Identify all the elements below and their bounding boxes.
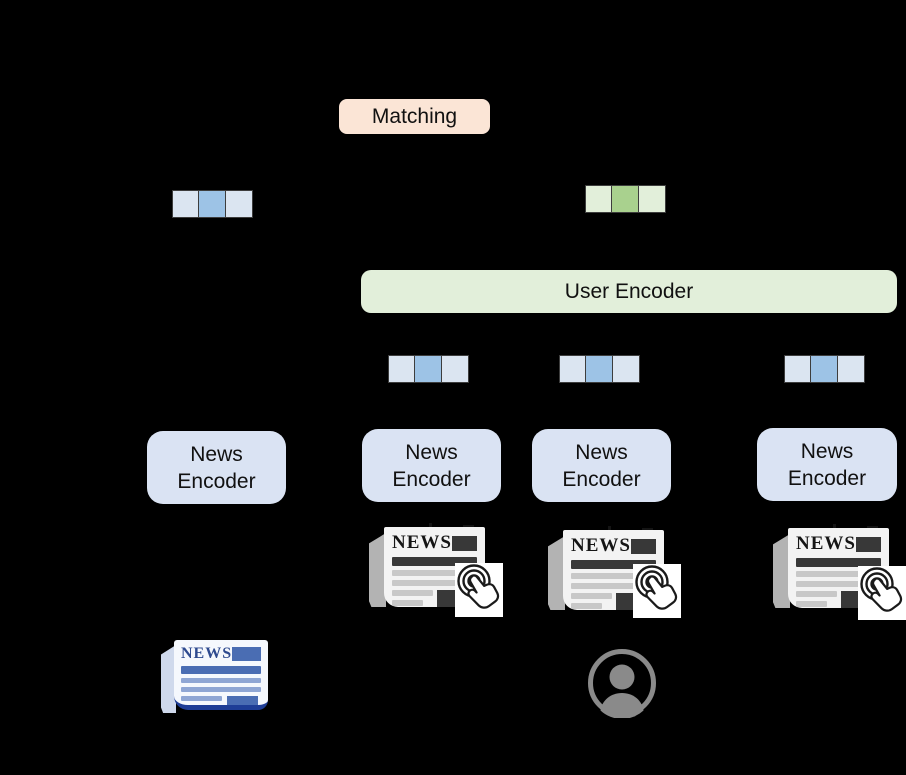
embedding-cell [198,190,227,218]
news-encoder-label-line1: News [575,440,628,464]
newspaper-text-bar [392,590,434,596]
clicked-news-embedding-2 [559,355,640,383]
embedding-cell [784,355,812,383]
user-avatar-icon [587,648,657,719]
newspaper-photo-block [451,535,477,551]
newspaper-photo-block [855,536,881,552]
newspaper-page: NEWS [174,640,268,710]
newspaper-photo-block [227,696,258,705]
newspaper-photo-block [630,538,656,554]
tap-gesture-graphic [860,567,903,612]
embedding-cell [585,185,613,213]
candidate-news-embedding [172,190,253,218]
newspaper-text-bar [392,600,424,606]
news-encoder-label-line2: Encoder [392,467,471,491]
newspaper-masthead: NEWS [181,645,233,662]
embedding-cell [611,355,640,383]
newspaper-spine [548,536,565,610]
tap-gesture-icon [633,564,681,618]
newspaper-masthead: NEWS [392,532,452,553]
newspaper-photo-block [232,647,261,661]
tap-gesture-graphic [635,565,678,610]
embedding-cell [637,185,666,213]
newspaper-headline-bar [796,558,881,567]
news-encoder-label-line1: News [190,442,243,466]
newspaper-text-bar [571,603,603,609]
newspaper-spine [773,534,790,608]
news-encoder-box-candidate: News Encoder [147,431,286,504]
news-encoder-box-1: News Encoder [362,429,501,502]
newspaper-spine [161,645,176,713]
embedding-cell [388,355,416,383]
embedding-cell [836,355,865,383]
user-encoder-label: User Encoder [564,279,694,303]
embedding-cell [810,355,839,383]
user-avatar-graphic [588,649,656,719]
news-encoder-label-line2: Encoder [787,466,867,490]
user-embedding [585,185,666,213]
embedding-cell [559,355,587,383]
news-encoder-box-2: News Encoder [532,429,671,502]
clicked-news-embedding-1 [388,355,469,383]
embedding-cell [172,190,200,218]
news-encoder-label-line1: News [405,440,458,464]
clicked-news-embedding-3 [784,355,865,383]
newspaper-headline-bar [181,666,261,674]
news-encoder-label-line2: Encoder [177,469,256,493]
newspaper-text-bar [571,573,656,579]
clicked-newspaper-icon-2: NEWS [548,526,664,612]
newspaper-text-bar [571,593,613,599]
newspaper-text-bar [181,705,212,710]
newspaper-text-bar [796,591,838,597]
user-encoder-box: User Encoder [361,270,897,313]
candidate-newspaper-icon: NEWS [161,640,268,716]
newspaper-text-bar [392,580,477,586]
matching-label: Matching [371,104,458,128]
news-encoder-box-3: News Encoder [757,428,897,501]
newspaper-headline-bar [392,557,477,566]
newspaper-text-bar [181,678,261,683]
newspaper-masthead: NEWS [571,535,631,556]
news-encoder-label-line2: Encoder [562,467,641,491]
tap-gesture-graphic [457,564,500,609]
embedding-cell [224,190,253,218]
newspaper-text-bar [796,581,881,587]
newspaper-text-bar [796,571,881,577]
embedding-cell [414,355,443,383]
embedding-cell [440,355,469,383]
embedding-cell [611,185,640,213]
tap-gesture-icon [455,563,503,617]
newspaper-text-bar [796,601,828,607]
matching-box: Matching [339,99,490,134]
newspaper-text-bar [392,570,477,576]
embedding-cell [585,355,614,383]
newspaper-text-bar [181,696,223,701]
newspaper-spine [369,533,386,607]
newspaper-text-bar [571,583,656,589]
news-encoder-label-line1: News [800,439,854,463]
newspaper-masthead: NEWS [796,533,856,554]
tap-gesture-icon [858,566,906,620]
newspaper-page: NEWS [563,530,664,610]
newspaper-headline-bar [571,560,656,569]
newspaper-text-bar [181,687,261,692]
